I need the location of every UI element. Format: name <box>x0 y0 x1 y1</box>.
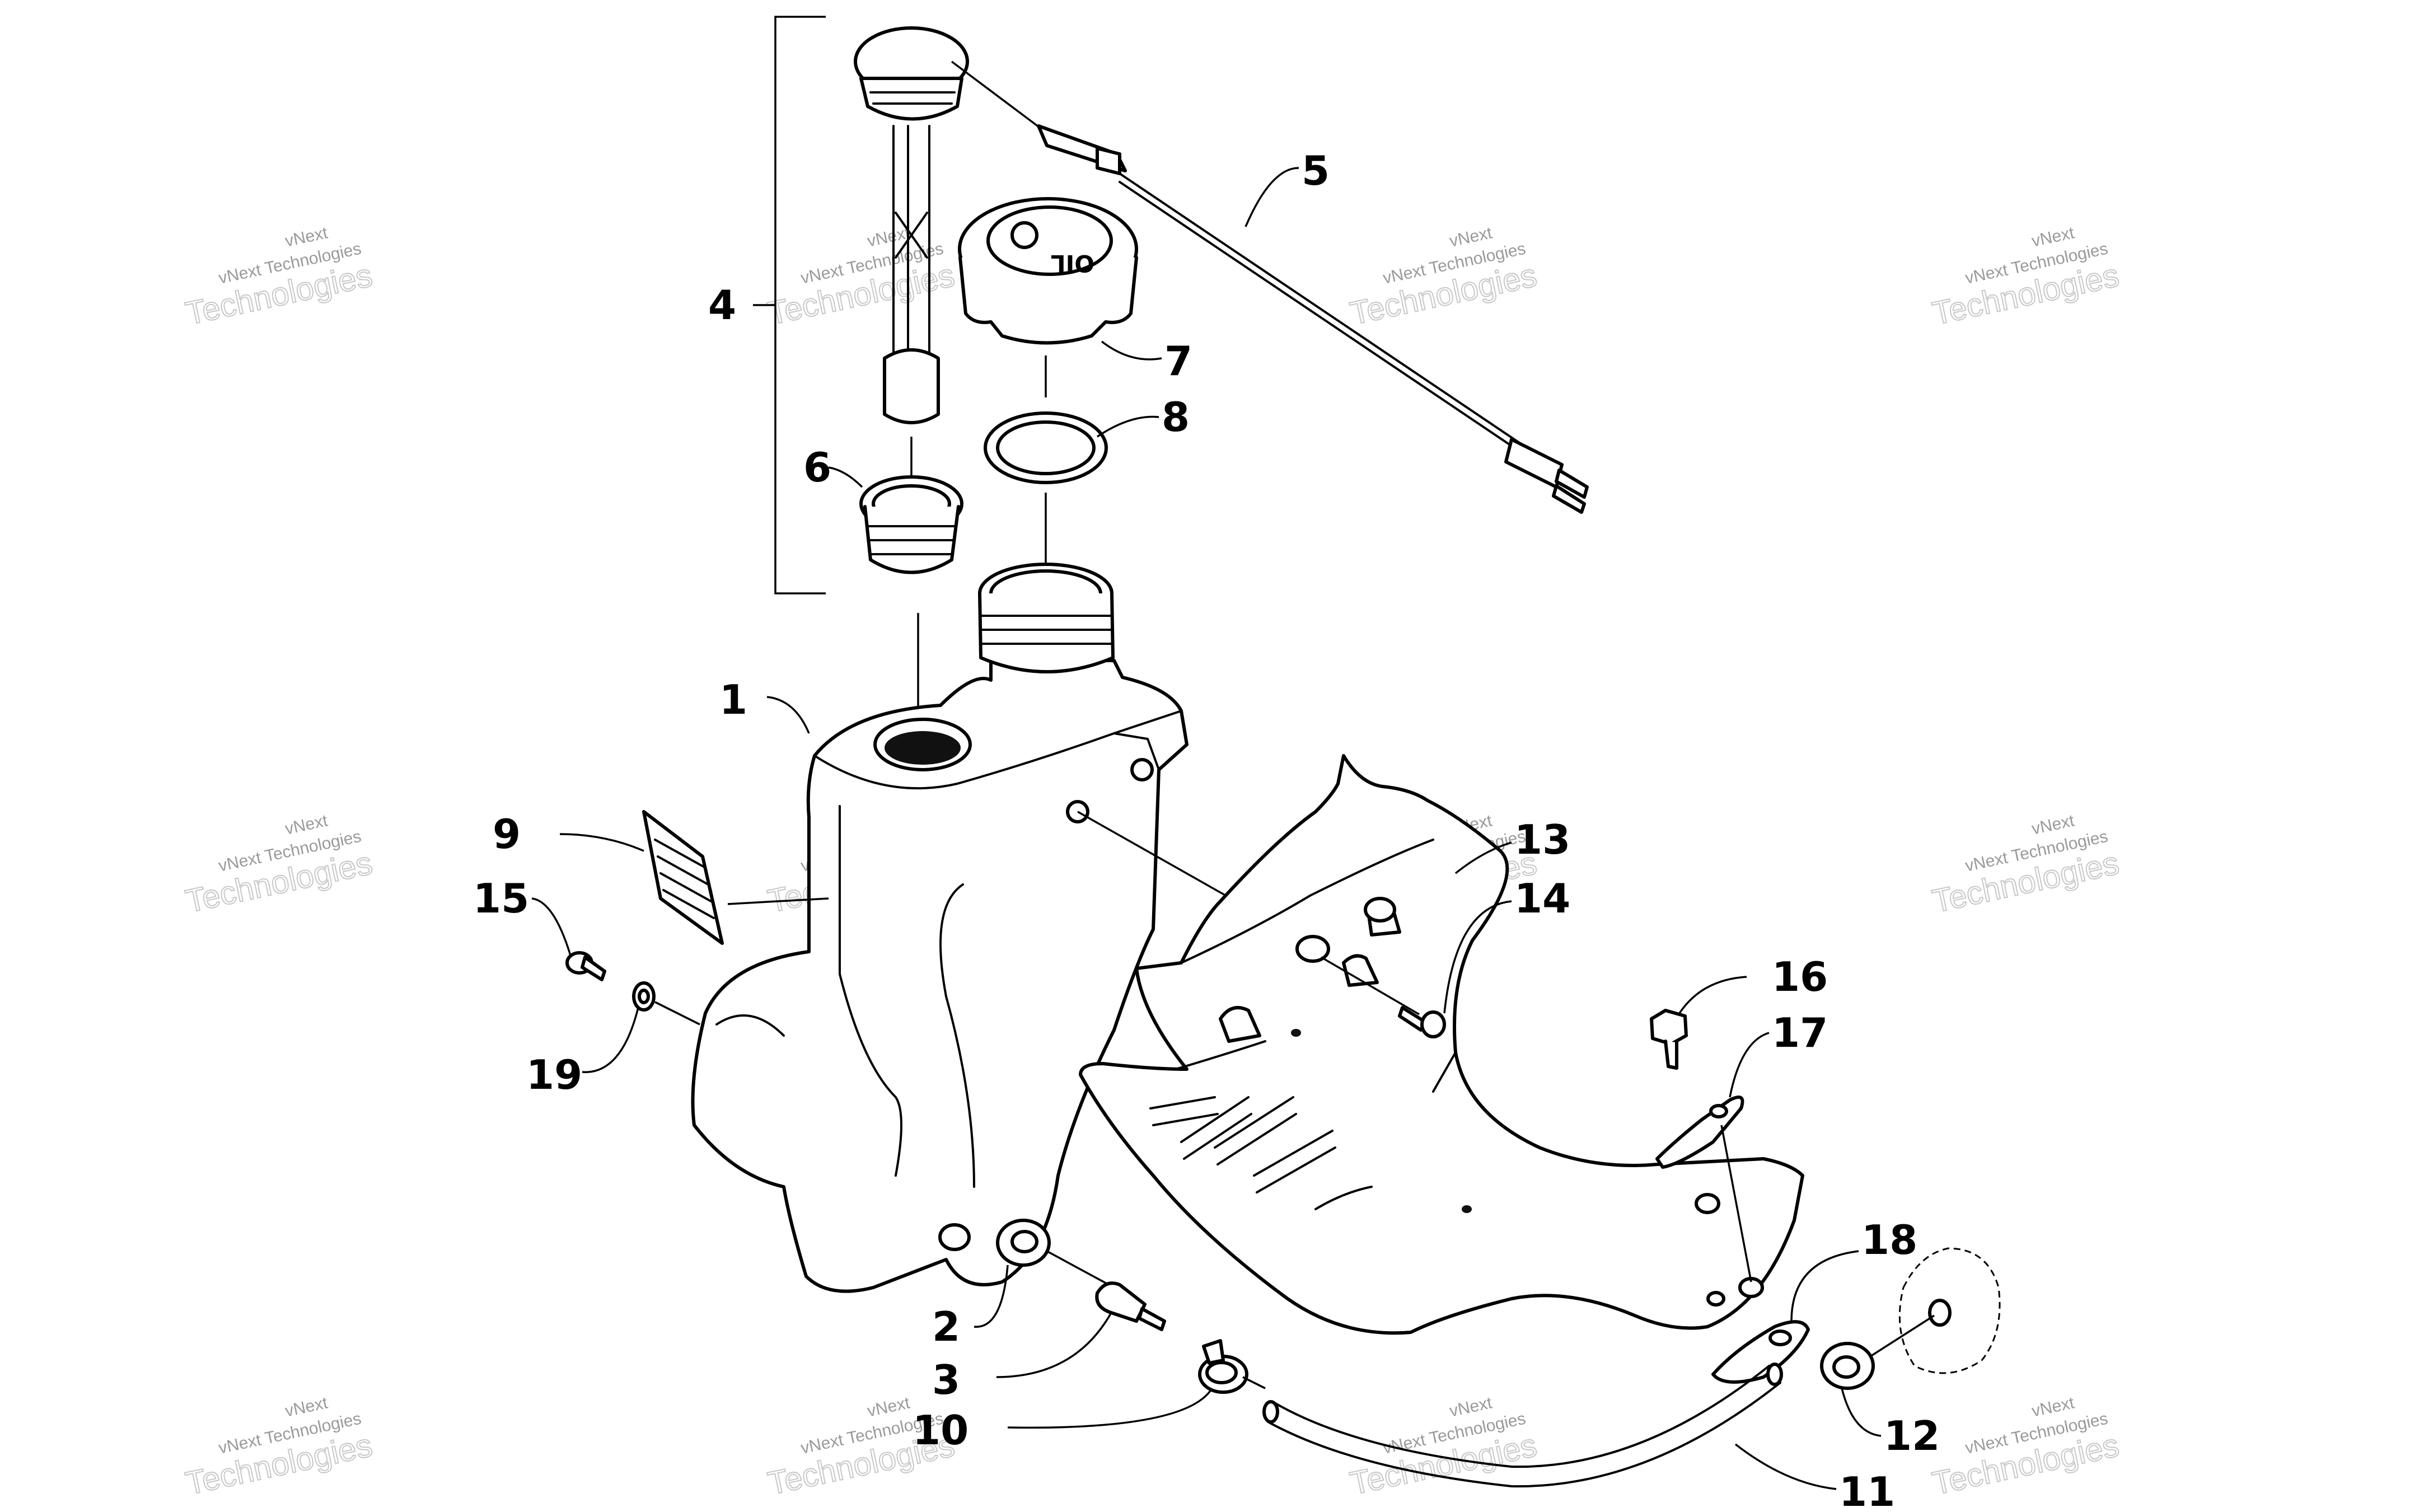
decal <box>559 810 829 945</box>
clamp-10 <box>1007 1339 1266 1429</box>
oil-tank <box>691 563 1227 1293</box>
skid-plate <box>1079 754 1804 1335</box>
watermark: vNext vNext Technologies Technologies <box>1929 811 2123 920</box>
grommet-2 <box>974 1219 1115 1328</box>
wire-harness <box>951 60 1589 514</box>
o-ring <box>984 411 1159 563</box>
oil-level-sensor <box>854 26 969 476</box>
callout-2: 2 <box>932 1303 960 1350</box>
callout-16: 16 <box>1772 953 1828 1000</box>
hose-11 <box>1262 1363 1837 1490</box>
callout-8: 8 <box>1162 394 1190 441</box>
callout-10: 10 <box>913 1407 968 1454</box>
callout-12: 12 <box>1884 1412 1940 1459</box>
washer-19 <box>582 981 700 1073</box>
callout-7: 7 <box>1164 338 1192 385</box>
watermark: vNext vNext Technologies Technologies <box>182 1393 376 1502</box>
watermark: vNext vNext Technologies Technologies <box>1346 1393 1541 1502</box>
watermark: vNext vNext Technologies Technologies <box>182 811 376 920</box>
clip-17 <box>1655 1032 1770 1282</box>
callout-18: 18 <box>1861 1216 1917 1263</box>
callout-4: 4 <box>708 282 736 329</box>
callout-6: 6 <box>803 444 831 491</box>
watermark: vNext vNext Technologies Technologies <box>1929 223 2123 333</box>
grommet-12 <box>1820 1342 1882 1437</box>
watermark: vNext vNext Technologies Technologies <box>1346 223 1541 333</box>
callout-17: 17 <box>1772 1009 1828 1056</box>
callout-3: 3 <box>932 1356 960 1403</box>
screw-14 <box>1321 900 1512 1038</box>
frame-hole <box>1928 1299 1952 1327</box>
callout-19: 19 <box>526 1051 582 1098</box>
callout-14: 14 <box>1514 875 1570 922</box>
callouts: 1 2 3 4 5 6 7 8 9 10 11 12 13 14 15 16 1… <box>473 147 1940 1512</box>
oil-cap: OIL <box>958 197 1162 397</box>
fitting-3 <box>996 1281 1166 1378</box>
bolt-16 <box>1650 976 1747 1070</box>
watermark: vNext vNext Technologies Technologies <box>764 223 958 333</box>
callout-1: 1 <box>719 676 747 723</box>
watermark: vNext vNext Technologies Technologies <box>182 223 376 333</box>
callout-11: 11 <box>1839 1468 1895 1512</box>
callout-15: 15 <box>473 875 529 922</box>
watermark: vNext vNext Technologies Technologies <box>1929 1393 2123 1502</box>
callout-13: 13 <box>1514 816 1570 863</box>
callout-9: 9 <box>493 811 521 858</box>
callout-5: 5 <box>1302 147 1330 194</box>
grommet <box>828 466 963 728</box>
cap-oil-text: OIL <box>1051 250 1094 277</box>
screw-15 <box>531 897 606 981</box>
frame-leader <box>1864 1314 1935 1361</box>
pad-18 <box>1711 1250 1859 1384</box>
